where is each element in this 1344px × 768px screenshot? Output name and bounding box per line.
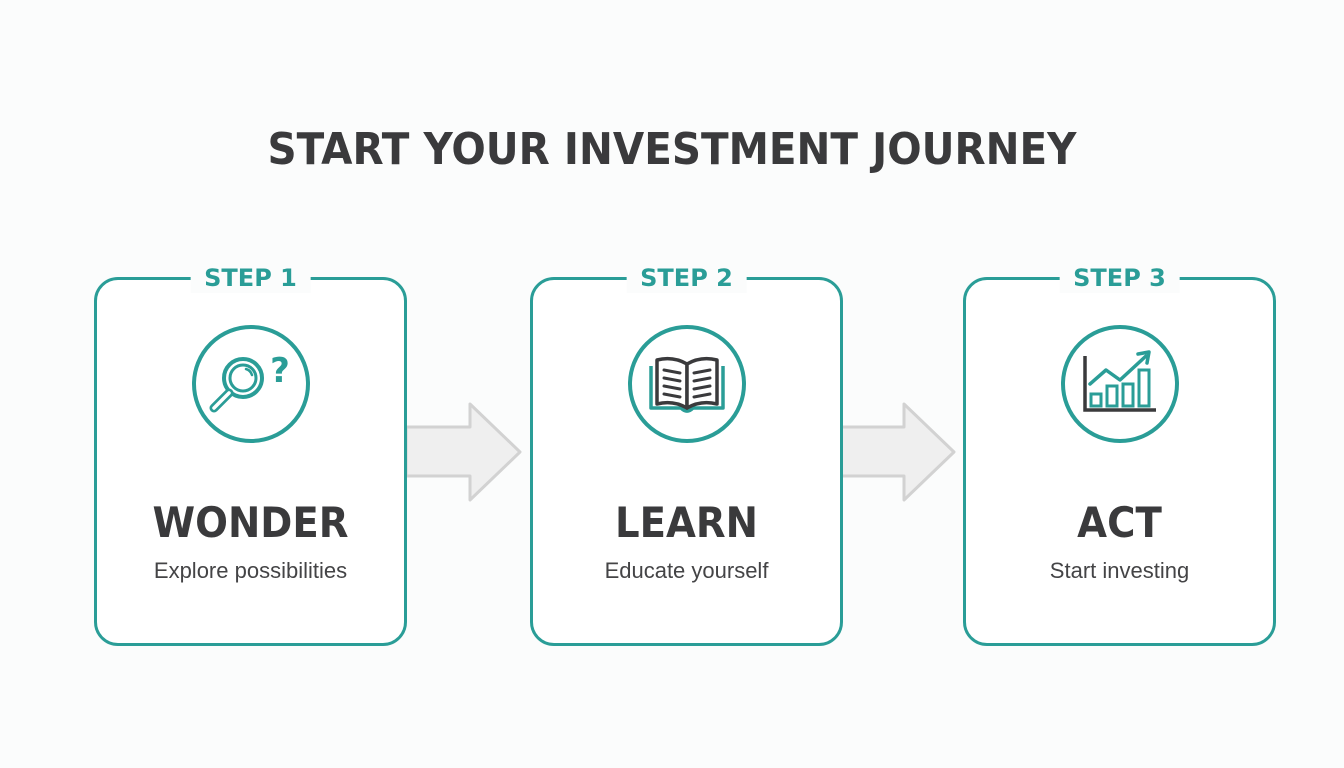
step-heading: ACT [1077,498,1162,547]
step-subtitle: Start investing [1049,558,1190,583]
step-label: STEP 2 [626,263,747,293]
page-title: START YOUR INVESTMENT JOURNEY [267,124,1077,175]
step-card-learn: STEP 2 LEARN Educate yourself [530,263,843,646]
step-card-wonder: STEP 1 ? WONDER Explore possibilities [94,263,407,646]
growth-chart-icon [1060,325,1179,443]
step-label: STEP 1 [190,263,311,293]
arrow-right-icon [838,402,956,502]
arrow-right-icon [404,402,522,502]
step-card-act: STEP 3 ACT Start investing [963,263,1276,646]
step-label: STEP 3 [1059,263,1180,293]
open-book-icon [627,325,746,443]
step-subtitle: Educate yourself [604,558,769,583]
magnifier-question-icon: ? [191,325,310,443]
step-heading: LEARN [614,498,759,547]
step-heading: WONDER [152,498,349,547]
svg-text:?: ? [270,351,290,391]
step-subtitle: Explore possibilities [153,558,348,583]
